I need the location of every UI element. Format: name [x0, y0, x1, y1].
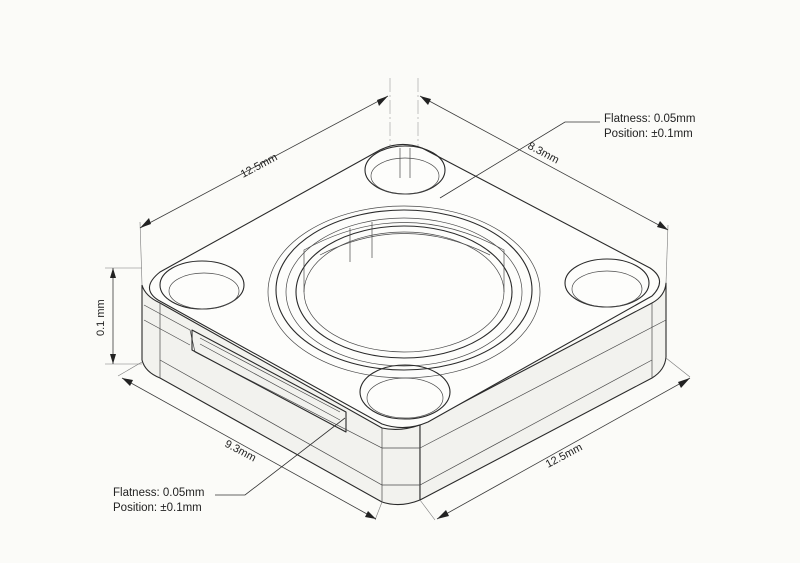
dim-label-top-left: 12.5mm	[239, 151, 280, 180]
dim-bottom-left-line	[121, 377, 377, 520]
note-top-right-line2: Position: ±0.1mm	[604, 128, 693, 140]
dim-top-left-arrow-b	[377, 96, 388, 106]
dim-bottom-right-arrow-b	[678, 378, 690, 388]
dimension-lines	[110, 95, 691, 520]
dim-thickness-arrow-a	[110, 268, 116, 278]
dim-bottom-left-arrow-a	[122, 378, 133, 386]
ext-top-left-a	[139, 221, 143, 285]
ext-bottom-mid-l	[374, 501, 383, 521]
plate-right-side-face	[419, 282, 667, 501]
mounting-hole-left-inner	[168, 272, 240, 310]
central-bore-top	[295, 225, 513, 359]
side-slot-inner	[199, 337, 341, 421]
ext-bottom-mid-r	[419, 499, 436, 521]
mounting-hole-bottom-inner	[366, 377, 444, 419]
dim-thickness-arrow-b	[110, 354, 116, 364]
dim-label-bottom-left: 9.3mm	[223, 438, 258, 464]
plate-body	[141, 143, 667, 506]
dim-label-thickness: 0.1 mm	[95, 299, 107, 336]
outer-ring-3	[285, 217, 523, 367]
dim-top-right-arrow-b	[657, 221, 668, 230]
note-bottom-left: Flatness: 0.05mm Position: ±0.1mm	[113, 487, 204, 514]
dim-label-bottom-right: 12.5mm	[544, 441, 585, 470]
mounting-hole-top-slot	[399, 148, 411, 178]
dim-bottom-left-arrow-b	[365, 511, 376, 519]
ext-bottom-left	[117, 361, 143, 377]
dim-top-right-line	[419, 95, 669, 231]
note-top-right-line1: Flatness: 0.05mm	[604, 113, 695, 125]
note-bottom-left-line2: Position: ±0.1mm	[113, 502, 202, 514]
ext-top-right-a	[665, 224, 669, 284]
side-slot-outline	[191, 329, 347, 433]
leader-bottom-left	[215, 417, 346, 496]
plate-left-edge-line-2	[143, 319, 191, 346]
plate-right-edge-line-1	[419, 319, 667, 449]
outer-ring-2	[275, 209, 533, 371]
plate-bottom-edge-line	[159, 359, 653, 486]
top-features	[159, 145, 650, 420]
plate-top-face	[148, 143, 661, 429]
leader-lines	[215, 121, 600, 496]
note-bottom-left-line1: Flatness: 0.05mm	[113, 487, 204, 499]
mounting-hole-top-inner	[370, 157, 440, 195]
bore-notch	[349, 222, 373, 262]
dim-bottom-right-line	[436, 377, 691, 520]
dim-top-left-arrow-a	[140, 218, 151, 228]
dim-bottom-right-arrow-a	[437, 510, 449, 519]
note-top-right: Flatness: 0.05mm Position: ±0.1mm	[604, 113, 695, 140]
central-bore-back	[319, 233, 491, 256]
mounting-hole-right-inner	[571, 270, 643, 308]
extension-lines	[105, 221, 691, 521]
leader-top-right	[439, 121, 600, 199]
ext-bottom-right	[665, 357, 691, 378]
mounting-hole-bottom	[359, 364, 451, 420]
dim-top-right-arrow-a	[420, 96, 431, 105]
dim-top-left-line	[139, 95, 389, 229]
central-bore-wall	[303, 222, 505, 292]
